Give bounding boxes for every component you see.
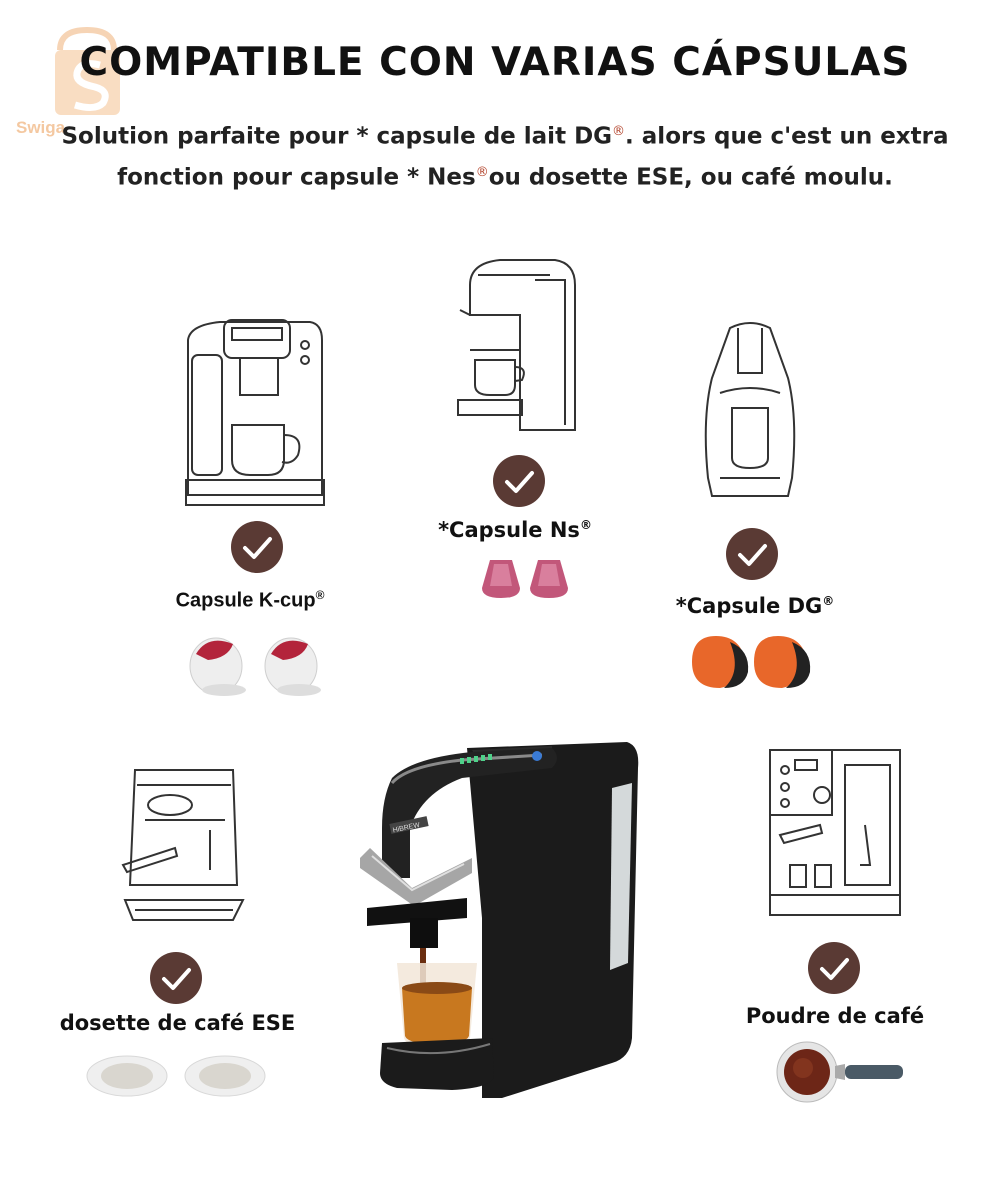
ese-label: dosette de café ESE: [59, 1011, 296, 1035]
kcup-label: Capsule K-cup®: [175, 588, 325, 612]
kcup-machine-icon: [185, 319, 325, 506]
dg-capsule-icon: [754, 636, 811, 688]
ese-pods-image: [85, 1050, 270, 1105]
page-title: COMPATIBLE CON VARIAS CÁPSULAS: [79, 40, 911, 85]
kcup-machine-image: [180, 310, 330, 520]
watermark-text: Swiga: [16, 118, 66, 137]
ground-coffee-machine-image: [760, 745, 910, 925]
portafilter-icon: [776, 1041, 903, 1103]
kcup-capsule-icon: [189, 637, 246, 696]
kcup-capsules-image: [188, 632, 338, 707]
dolce-gusto-machine-image: [700, 318, 800, 508]
ground-check-icon: [808, 942, 860, 994]
ns-check-icon: [493, 455, 545, 507]
espresso-machine-icon: [121, 769, 245, 921]
dg-label: *Capsule DG®: [675, 594, 835, 618]
page-subtitle: Solution parfaite pour * capsule de lait…: [60, 114, 950, 195]
ese-check-icon: [150, 952, 202, 1004]
subtitle-line-1: Solution parfaite pour * capsule de lait…: [61, 123, 949, 150]
ese-pod-icon: [86, 1055, 168, 1097]
ground-label: Poudre de café: [745, 1004, 925, 1028]
dg-capsule-icon: [692, 636, 749, 688]
kcup-capsule-icon: [264, 637, 321, 696]
nespresso-machine-icon: [457, 259, 576, 431]
dg-capsules-image: [690, 632, 815, 697]
kcup-check-icon: [231, 521, 283, 573]
coffee-machine-icon: HiBREW: [360, 742, 639, 1098]
dolce-gusto-machine-icon: [704, 322, 796, 497]
watermark-logo: [15, 25, 155, 145]
ese-pod-icon: [184, 1055, 266, 1097]
dg-check-icon: [726, 528, 778, 580]
ns-capsules-image: [478, 556, 578, 607]
ns-label: *Capsule Ns®: [438, 518, 592, 542]
product-coffee-machine: HiBREW: [352, 738, 642, 1118]
portafilter-image: [775, 1038, 910, 1111]
ns-capsule-icon: [530, 560, 568, 598]
shopping-bag-icon: [55, 26, 120, 115]
ns-capsule-icon: [482, 560, 520, 598]
espresso-machine-icon: [769, 749, 901, 916]
nespresso-machine-image: [450, 255, 585, 440]
subtitle-line-2: fonction pour capsule * Nes®ou dosette E…: [117, 164, 893, 191]
ese-machine-image: [115, 760, 250, 940]
